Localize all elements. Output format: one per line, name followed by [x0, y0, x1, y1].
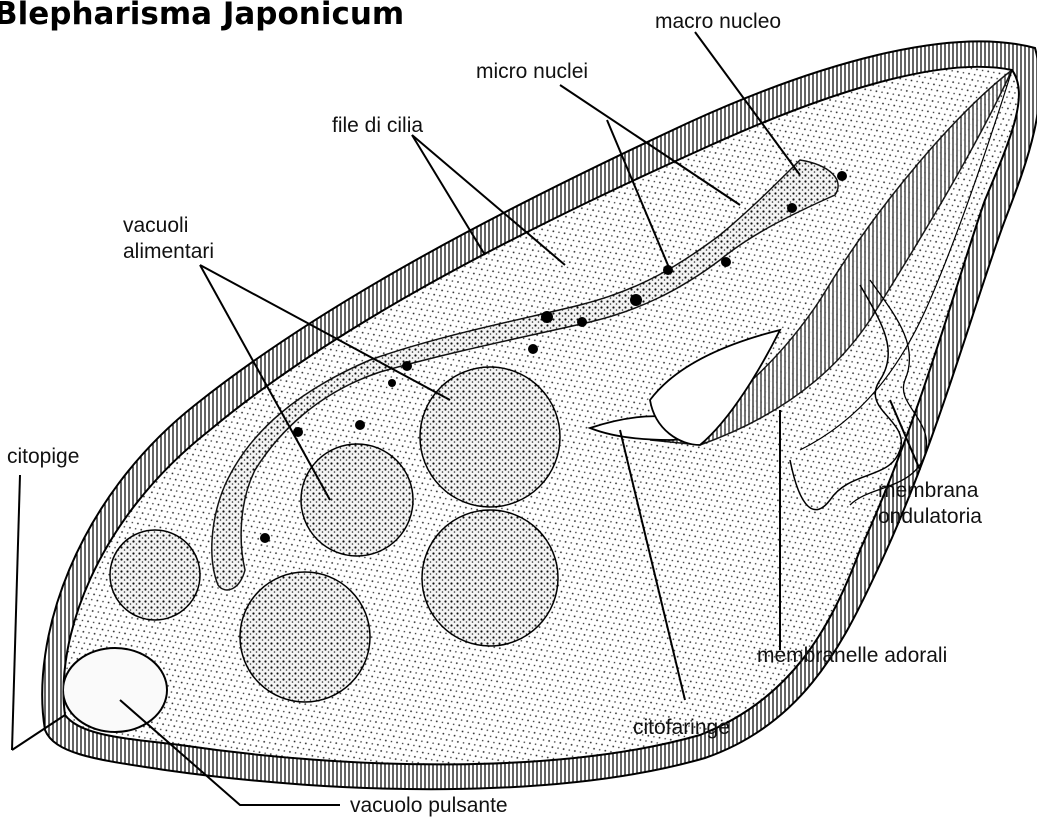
diagram-title: Blepharisma Japonicum	[0, 0, 404, 32]
label-citofaringe: citofaringe	[633, 716, 730, 739]
label-vacuoli: vacuoli	[123, 214, 188, 237]
food-vacuole	[240, 572, 370, 702]
food-vacuole	[422, 510, 558, 646]
label-macro-nucleo: macro nucleo	[655, 10, 781, 33]
food-vacuole	[110, 530, 200, 620]
label-ondulatoria: ondulatoria	[878, 505, 982, 528]
label-membrana: membrana	[878, 479, 979, 502]
label-vacuolo-pulsante: vacuolo pulsante	[350, 794, 508, 817]
food-vacuole	[301, 444, 413, 556]
label-alimentari: alimentari	[123, 240, 214, 263]
label-membranelle-adorali: membranelle adorali	[757, 644, 947, 667]
label-micro-nuclei: micro nuclei	[476, 60, 588, 83]
food-vacuole	[420, 367, 560, 507]
organism-body	[42, 41, 1037, 789]
label-citopige: citopige	[7, 445, 79, 468]
vacuolo-pulsante	[63, 648, 167, 732]
label-file-di-cilia: file di cilia	[332, 114, 423, 137]
